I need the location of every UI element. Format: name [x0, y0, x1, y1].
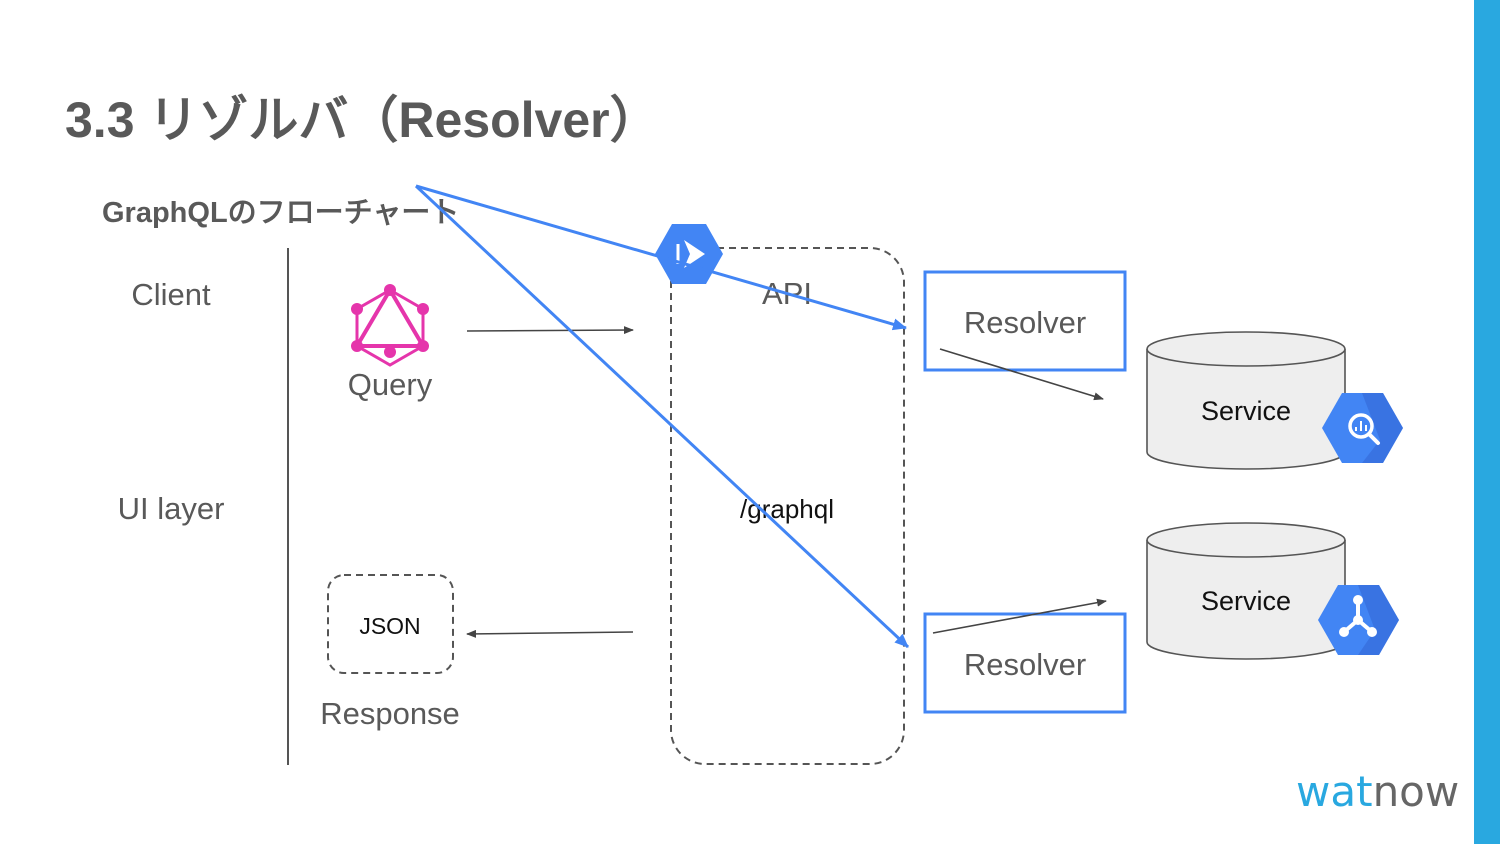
response-arrow [466, 629, 634, 638]
ui-layer-label: UI layer [118, 491, 225, 526]
cloud-endpoints-icon [655, 224, 723, 284]
graphql-logo-icon [351, 284, 429, 367]
query-label: Query [348, 367, 433, 402]
api-endpoint-label: /graphql [740, 494, 834, 524]
resolver-label-2: Resolver [964, 647, 1086, 682]
bigquery-icon [1322, 393, 1403, 463]
query-arrow [466, 326, 634, 335]
service-cylinder-1 [1146, 331, 1346, 470]
service-label-1: Service [1201, 396, 1291, 426]
dataflow-icon [1318, 585, 1399, 655]
slide-title: 3.3 リゾルバ（Resolver） [65, 92, 660, 148]
resolver-to-service-arrow-1 [939, 348, 1104, 401]
annotation-arrow-to-resolver-1 [415, 184, 907, 331]
resolver-to-service-arrow-2 [932, 598, 1107, 634]
service-cylinder-2 [1146, 522, 1346, 660]
resolver-box-2 [923, 612, 1127, 714]
json-box [327, 574, 454, 674]
service-label-2: Service [1201, 586, 1291, 616]
client-heading: Client [131, 277, 211, 312]
response-label: Response [320, 696, 460, 731]
brand-side-bar [1474, 0, 1500, 844]
resolver-box-1 [923, 270, 1127, 372]
watnow-logo: watnow [1296, 767, 1459, 816]
slide-subtitle: GraphQLのフローチャート [102, 197, 459, 229]
resolver-label-1: Resolver [964, 305, 1086, 340]
annotation-arrow-to-resolver-2 [414, 184, 910, 649]
json-label: JSON [359, 613, 420, 639]
